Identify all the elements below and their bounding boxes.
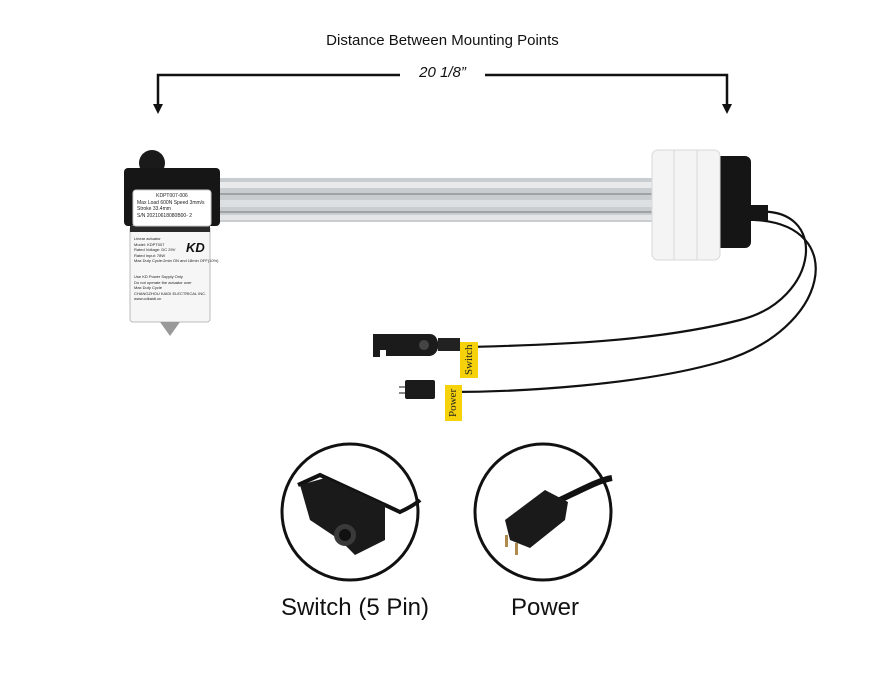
label-line: Model: KDPT007 — [134, 241, 165, 247]
label-line: Stroke 33.4mm — [137, 206, 171, 212]
label-line: Rated Voltage: DC 29V — [134, 247, 176, 253]
label-line: Linear actuator — [134, 236, 161, 241]
power-callout-circle — [473, 442, 613, 582]
foam-block — [651, 149, 721, 261]
label-line: Rated Input: 78W — [134, 252, 166, 258]
label-line: www.cdkaidi.cn — [134, 296, 162, 302]
power-connector — [399, 380, 435, 399]
switch-cable-tag: Switch — [460, 342, 478, 378]
actuator-rail — [210, 178, 660, 222]
kd-logo: KD — [186, 240, 205, 255]
label-line: KDPT007-006 — [156, 193, 188, 199]
dimension-title: Distance Between Mounting Points — [326, 32, 559, 49]
label-line: Max Duty Cycle — [134, 285, 163, 291]
motor-main-label: Linear actuator Model: KDPT007 Rated Vol… — [134, 236, 218, 302]
label-line: Do not operate the actuator over — [134, 279, 192, 285]
switch-connector — [373, 334, 460, 357]
label-line: CHANGZHOU KAIDI ELECTRICAL INC. — [134, 290, 207, 296]
label-line: S/N 20210618080B00- 2 — [137, 212, 193, 219]
label-line: Max Load 600N Speed 3mm/s — [137, 199, 205, 206]
power-caption: Power — [510, 594, 580, 621]
switch-caption: Switch (5 Pin) — [280, 594, 430, 621]
right-arrow-icon — [722, 104, 732, 114]
label-line: Use KD Power Supply Only — [134, 273, 183, 279]
dimension-value: 20 1/8” — [400, 64, 485, 81]
cables — [449, 210, 817, 394]
motor-top-label: KDPT007-006 Max Load 600N Speed 3mm/s St… — [137, 193, 207, 219]
left-arrow-icon — [153, 104, 163, 114]
label-line: Max Duty Cycle:2min ON and 18min OFF(10%… — [134, 258, 219, 264]
end-cap — [715, 156, 751, 248]
switch-callout-circle — [280, 442, 422, 582]
power-cable-tag: Power — [445, 385, 462, 421]
